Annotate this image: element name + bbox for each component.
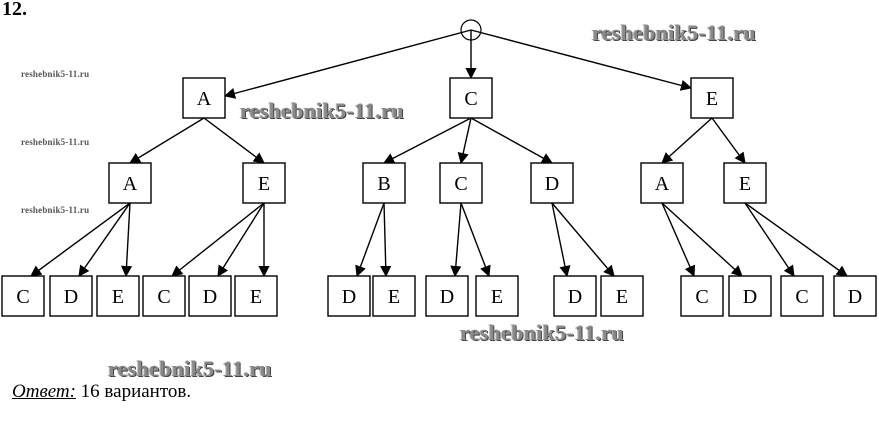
edge-level1-to-level2 (203, 117, 265, 164)
level3-node: E (96, 275, 140, 317)
edge-level2-to-level3 (551, 202, 571, 278)
node-label: C (16, 286, 29, 308)
node-label: C (695, 286, 708, 308)
watermark-small: reshebnik5-11.ru (21, 137, 90, 147)
level3-node: E (372, 275, 416, 317)
edge-level2-to-level3 (744, 202, 848, 277)
answer-text: 16 вариантов. (75, 381, 192, 402)
level3-node: D (425, 275, 469, 317)
node-label: B (377, 173, 390, 195)
node-label: E (616, 286, 628, 308)
node-label: D (64, 286, 78, 308)
edge-level1-to-level2 (661, 117, 713, 164)
level3-node: D (553, 275, 597, 317)
edge-level2-to-level3 (120, 202, 133, 278)
node-label: C (464, 88, 477, 110)
level1-node: C (449, 77, 493, 119)
node-label: C (795, 286, 808, 308)
node-label: D (203, 286, 217, 308)
node-label: D (743, 286, 757, 308)
edge-level1-to-level2 (711, 117, 746, 164)
watermark-large: reshebnik5-11.ru (460, 320, 624, 345)
level3-node: C (1, 275, 45, 317)
watermark-large: reshebnik5-11.ru (108, 356, 272, 381)
edge-level2-to-level3 (78, 202, 131, 277)
edge-level2-to-level3 (171, 202, 265, 277)
edge-level2-to-level3 (744, 202, 795, 277)
node-label: A (197, 88, 212, 110)
node-label: D (545, 173, 559, 195)
level3-node: D (728, 275, 772, 317)
edge-level2-to-level3 (460, 202, 491, 278)
edge-level2-to-level3 (551, 202, 615, 277)
level3-node: D (188, 275, 232, 317)
watermark-small: reshebnik5-11.ru (21, 205, 90, 215)
node-label: A (123, 173, 138, 195)
answer: Ответ: 16 вариантов. (12, 381, 191, 403)
edge-level2-to-level3 (450, 202, 462, 278)
watermark-small: reshebnik5-11.ru (21, 69, 90, 79)
node-label: C (157, 286, 170, 308)
edge-level1-to-level2 (129, 117, 205, 164)
level3-node: C (780, 275, 824, 317)
node-label: D (848, 286, 862, 308)
node-label: E (388, 286, 400, 308)
level3-node: E (475, 275, 519, 317)
tree-nodes: A C E A E B C D A E C D E C D E D E D E D E C D C D (1, 19, 877, 317)
level3-node: D (833, 275, 877, 317)
edge-level2-to-level3 (661, 202, 696, 278)
level2-node: A (640, 162, 684, 204)
edge-level2-to-level3 (355, 202, 385, 278)
node-label: E (739, 173, 751, 195)
node-label: C (454, 173, 467, 195)
level3-node: E (234, 275, 278, 317)
level2-node: C (439, 162, 483, 204)
node-label: E (491, 286, 503, 308)
node-label: A (655, 173, 670, 195)
edge-level2-to-level3 (217, 202, 265, 277)
watermark-large: reshebnik5-11.ru (240, 98, 404, 123)
level2-node: D (530, 162, 574, 204)
level3-node: D (49, 275, 93, 317)
level3-node: C (680, 275, 724, 317)
edge-level1-to-level2 (383, 117, 472, 164)
level3-node: C (142, 275, 186, 317)
edge-level2-to-level3 (661, 202, 743, 277)
node-label: E (258, 173, 270, 195)
edge-level2-to-level3 (380, 202, 392, 278)
level3-node: D (327, 275, 371, 317)
level2-node: B (362, 162, 406, 204)
tree-edges (30, 29, 848, 278)
node-label: D (440, 286, 454, 308)
root-node (460, 19, 482, 41)
level2-node: E (723, 162, 767, 204)
problem-number: 12. (2, 0, 27, 20)
edge-root-to-level1 (223, 29, 472, 99)
node-label: E (112, 286, 124, 308)
node-label: D (568, 286, 582, 308)
edge-level2-to-level3 (30, 202, 131, 277)
edge-root-to-level1 (470, 29, 693, 91)
node-label: D (342, 286, 356, 308)
level2-node: A (108, 162, 152, 204)
level1-node: A (182, 77, 226, 119)
level1-node: E (690, 77, 734, 119)
edge-level1-to-level2 (457, 117, 472, 165)
edge-level1-to-level2 (470, 117, 553, 164)
watermark-large: reshebnik5-11.ru (592, 20, 756, 45)
node-label: E (706, 88, 718, 110)
level3-node: E (600, 275, 644, 317)
node-label: E (250, 286, 262, 308)
level2-node: E (242, 162, 286, 204)
answer-label: Ответ: (12, 381, 76, 402)
